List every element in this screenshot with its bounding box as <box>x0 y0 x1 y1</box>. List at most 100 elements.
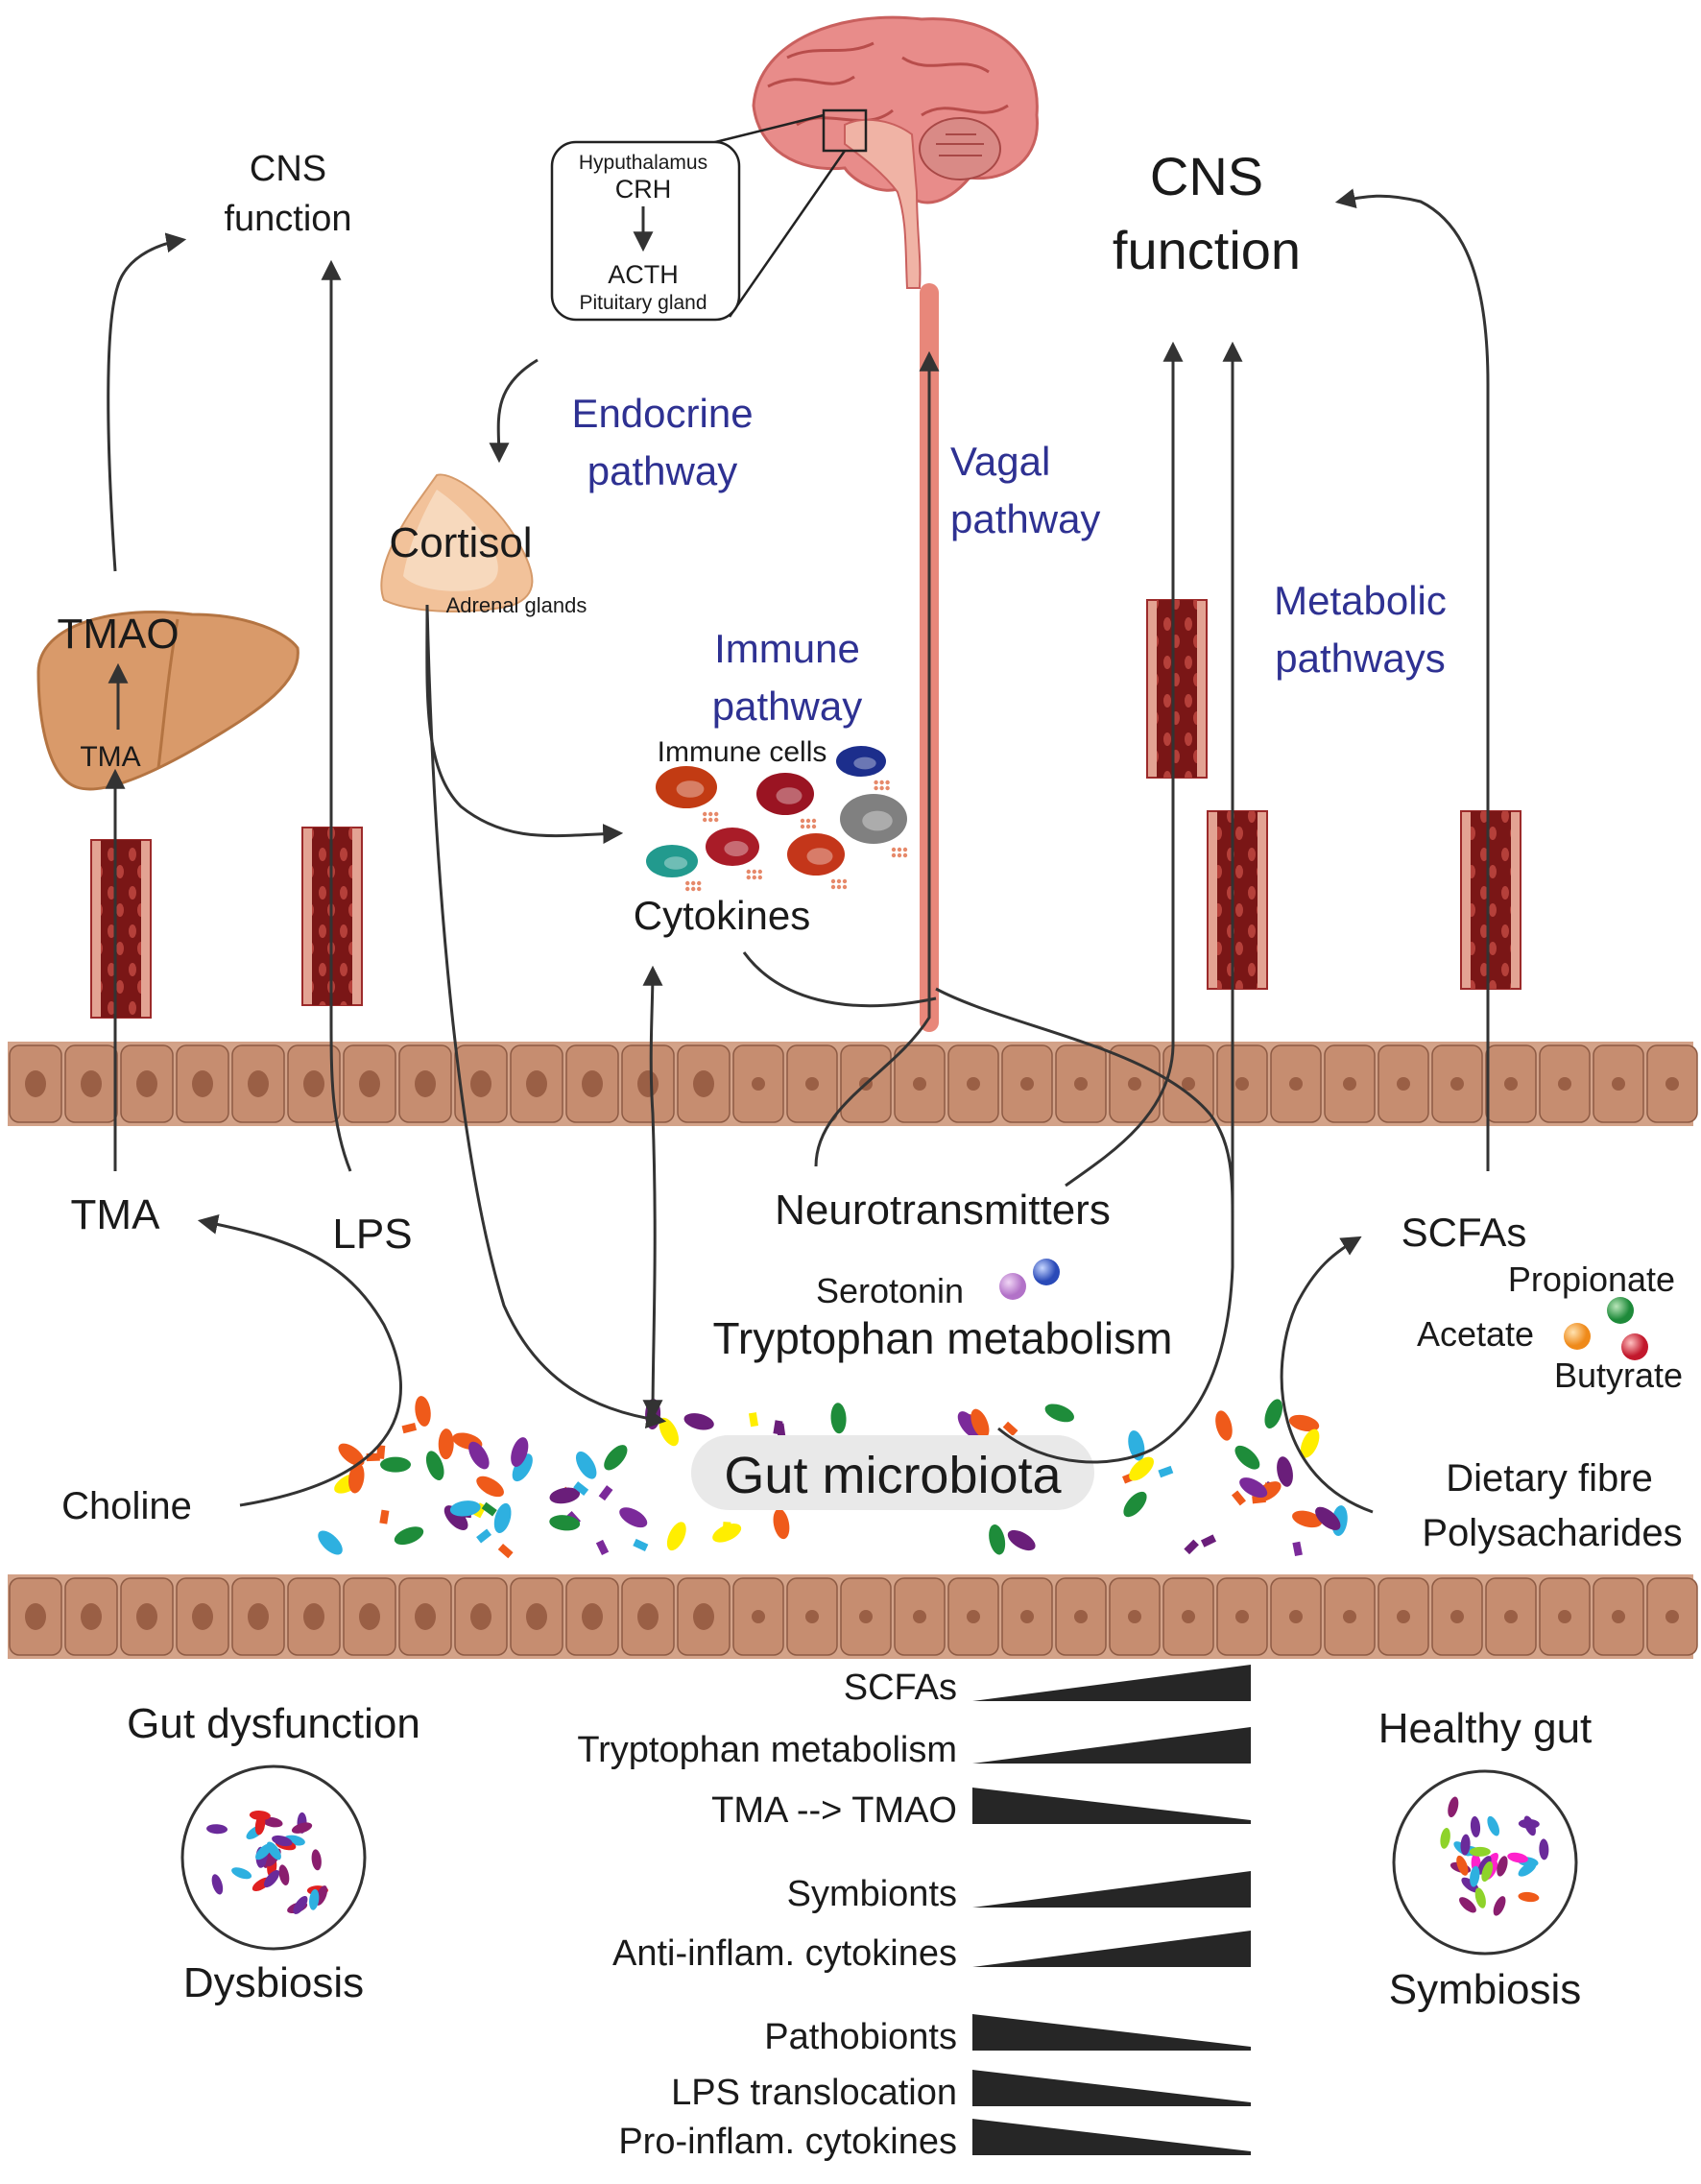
bacteria-icon <box>1129 1456 1154 1481</box>
gut-microbiota-label: Gut microbiota <box>724 1447 1062 1504</box>
immune-cells-group <box>646 746 908 892</box>
scfas-label: SCFAs <box>1402 1210 1527 1255</box>
bacteria-icon <box>1158 1465 1174 1478</box>
bacteria-icon <box>712 1524 742 1543</box>
bacteria-icon <box>1200 1534 1217 1548</box>
bacteria-icon <box>481 1501 497 1517</box>
bacteria-icon <box>415 1396 431 1427</box>
comparison-label-3: Symbionts <box>787 1874 957 1914</box>
bacteria-icon <box>1002 1421 1018 1437</box>
healthy-gut-title: Healthy gut <box>1378 1705 1593 1752</box>
propionate-label: Propionate <box>1508 1260 1675 1299</box>
liver-icon <box>36 611 299 791</box>
bacteria-icon <box>1239 1477 1268 1499</box>
bacteria-icon <box>394 1526 424 1546</box>
bacteria-icon <box>1277 1456 1293 1487</box>
bacteria-icon <box>1123 1491 1147 1518</box>
serotonin-molecule-icon-2 <box>1033 1259 1060 1285</box>
symbiosis-label: Symbiosis <box>1389 1966 1582 2013</box>
cortisol-label: Cortisol <box>389 519 532 566</box>
bacteria-icon <box>318 1530 343 1555</box>
bacteria-icon <box>443 1505 468 1530</box>
bacteria-icon <box>497 1543 514 1559</box>
trend-wedge-increase <box>972 1871 1251 1908</box>
bacteria-icon <box>438 1428 454 1460</box>
cns-function-right-line1: CNS <box>1150 146 1263 206</box>
bacteria-icon <box>957 1411 980 1438</box>
comparison-label-4: Anti-inflam. cytokines <box>612 1933 957 1974</box>
bacteria-icon <box>683 1413 714 1430</box>
bacteria-icon <box>1292 1510 1323 1528</box>
bacteria-icon <box>598 1485 613 1501</box>
gut-dysfunction-title: Gut dysfunction <box>127 1700 420 1747</box>
bacteria-icon <box>573 1481 589 1496</box>
adrenal-glands-label: Adrenal glands <box>446 593 587 617</box>
butyrate-molecule-icon <box>1621 1333 1648 1360</box>
microbiota-band <box>318 1396 1348 1559</box>
immune-cell-icon <box>787 833 848 890</box>
bacteria-icon <box>379 1509 390 1524</box>
bacteria-icon <box>493 1502 512 1533</box>
bacteria-icon <box>1264 1399 1283 1428</box>
bacteria-icon <box>1215 1410 1233 1441</box>
serotonin-molecule-icon <box>999 1273 1026 1300</box>
neurotransmitters-label: Neurotransmitters <box>775 1187 1111 1234</box>
comparison-label-5: Pathobionts <box>764 2017 957 2057</box>
immune-cell-icon <box>706 828 762 880</box>
acetate-molecule-icon <box>1564 1323 1591 1350</box>
metabolic-pathways-line2: pathways <box>1275 636 1445 681</box>
pathway-arrows <box>105 188 1490 1514</box>
cns-function-right-line2: function <box>1113 220 1301 280</box>
immune-cell-icon <box>836 746 890 791</box>
gut-epithelium-upper <box>8 1042 1698 1126</box>
bacteria-icon <box>511 1437 529 1467</box>
acetate-label: Acetate <box>1417 1314 1534 1354</box>
bacteria-icon <box>449 1500 481 1517</box>
trend-wedge-decrease <box>972 2014 1251 2051</box>
polysaccharides-label: Polysacharides <box>1422 1512 1682 1554</box>
endocrine-pathway-line2: pathway <box>587 448 737 493</box>
bacteria-icon <box>830 1403 847 1434</box>
bacteria-icon <box>1231 1490 1246 1506</box>
bacteria-icon <box>401 1423 418 1434</box>
bacteria-icon <box>1234 1445 1260 1470</box>
butyrate-label: Butyrate <box>1554 1356 1683 1395</box>
hpa-axis-box: Hyputhalamus CRH ACTH Pituitary gland <box>550 113 847 322</box>
trend-wedge-decrease <box>972 2070 1251 2106</box>
blood-vessel-icon <box>1207 810 1268 990</box>
immune-cell-icon <box>756 773 817 829</box>
immune-cell-icon <box>646 845 702 892</box>
bacteria-icon <box>1300 1428 1320 1458</box>
gut-epithelium-lower <box>8 1574 1698 1659</box>
trend-wedge-increase <box>972 1931 1251 1967</box>
blood-vessel-icon <box>1460 810 1521 990</box>
comparison-label-2: TMA --> TMAO <box>711 1790 957 1831</box>
trend-wedge-increase <box>972 1665 1251 1701</box>
immune-pathway-line1: Immune <box>714 626 860 671</box>
bacteria-icon <box>1044 1404 1075 1423</box>
cns-function-left-line1: CNS <box>250 149 326 189</box>
endocrine-pathway-line1: Endocrine <box>571 391 753 436</box>
bacteria-icon <box>425 1451 444 1480</box>
bacteria-icon <box>338 1443 365 1467</box>
bacteria-icon <box>633 1538 649 1552</box>
bacteria-icon <box>595 1539 610 1555</box>
symbiosis-petri-dish-icon <box>1392 1769 1578 1956</box>
bacteria-icon <box>1007 1529 1036 1551</box>
dysbiosis-label: Dysbiosis <box>183 1959 364 2006</box>
cns-function-left-line2: function <box>224 199 351 239</box>
immune-pathway-line2: pathway <box>712 684 862 729</box>
bacteria-icon <box>476 1528 492 1544</box>
blood-vessel-icon <box>1146 599 1208 779</box>
bacteria-icon <box>989 1524 1006 1555</box>
vagal-pathway-line1: Vagal <box>950 439 1050 484</box>
bacteria-icon <box>575 1451 597 1479</box>
trend-wedge-increase <box>972 1727 1251 1764</box>
bacteria-icon <box>604 1445 628 1471</box>
bacteria-icon <box>549 1487 581 1504</box>
adrenal-gland-icon <box>380 473 534 612</box>
gut-microbiota-pill <box>691 1435 1094 1510</box>
bacteria-icon <box>619 1507 648 1528</box>
